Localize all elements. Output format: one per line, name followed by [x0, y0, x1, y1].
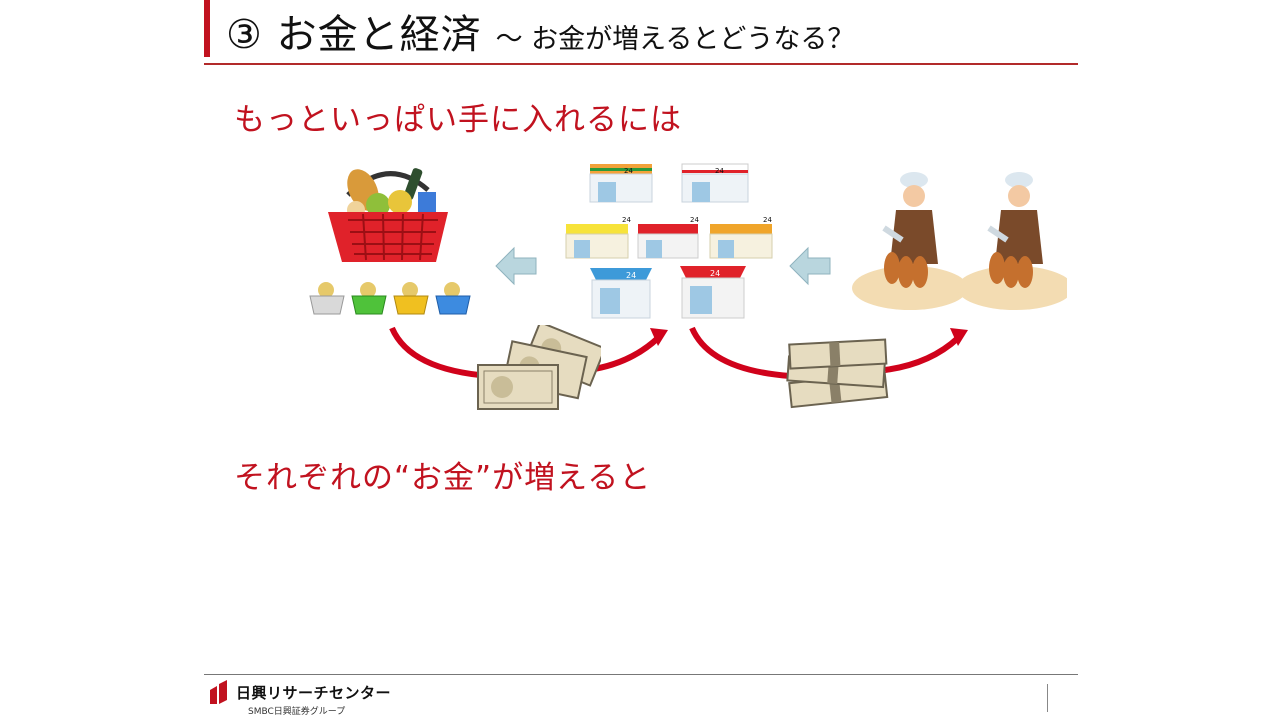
title-subtitle: ～ お金が増えるとどうなる？ — [495, 24, 855, 55]
banknotes-icon — [477, 325, 601, 410]
shopping-basket-icon — [328, 168, 448, 262]
arrowhead-icon — [950, 328, 968, 346]
small-baskets-icon — [309, 282, 471, 315]
footer-rule — [204, 674, 1078, 675]
heading-get-more: もっといっぱい手に入れるには — [234, 102, 682, 138]
company-logo: 日興リサーチセンター SMBC日興証券グループ — [208, 680, 391, 718]
title-main: ③ お金と経済 — [226, 12, 482, 58]
company-name: 日興リサーチセンター — [236, 684, 392, 702]
curve-left-1 — [389, 326, 491, 379]
money-flow-arrows — [389, 326, 968, 379]
curve-right-2 — [884, 335, 961, 373]
company-group: SMBC日興証券グループ — [248, 707, 346, 717]
store-sign-4: 24 — [690, 216, 699, 224]
title-underline — [204, 63, 1078, 65]
arrowhead-icon — [650, 328, 668, 346]
arrow-left-icon — [789, 246, 831, 286]
title-accent-bar — [204, 0, 210, 57]
store-sign-6: 24 — [626, 271, 636, 280]
store-sign-7: 24 — [710, 269, 720, 278]
curve-right-1 — [689, 326, 791, 379]
heading-money-increases: それぞれの“お金”が増えると — [234, 460, 652, 496]
convenience-stores-icon: 24 24 24 24 24 24 24 — [565, 163, 773, 319]
store-sign-3: 24 — [622, 216, 631, 224]
money-bundles-icon — [786, 338, 889, 409]
store-sign-5: 24 — [763, 216, 772, 224]
arrow-left-icon — [495, 246, 537, 286]
bakers-icon — [852, 172, 1067, 310]
slide-title: ③ お金と経済 ～ お金が増えるとどうなる？ — [226, 2, 854, 62]
logo-mark-icon — [210, 680, 227, 704]
footer-divider — [1047, 684, 1048, 712]
store-sign-1: 24 — [624, 167, 633, 175]
store-sign-2: 24 — [715, 167, 724, 175]
